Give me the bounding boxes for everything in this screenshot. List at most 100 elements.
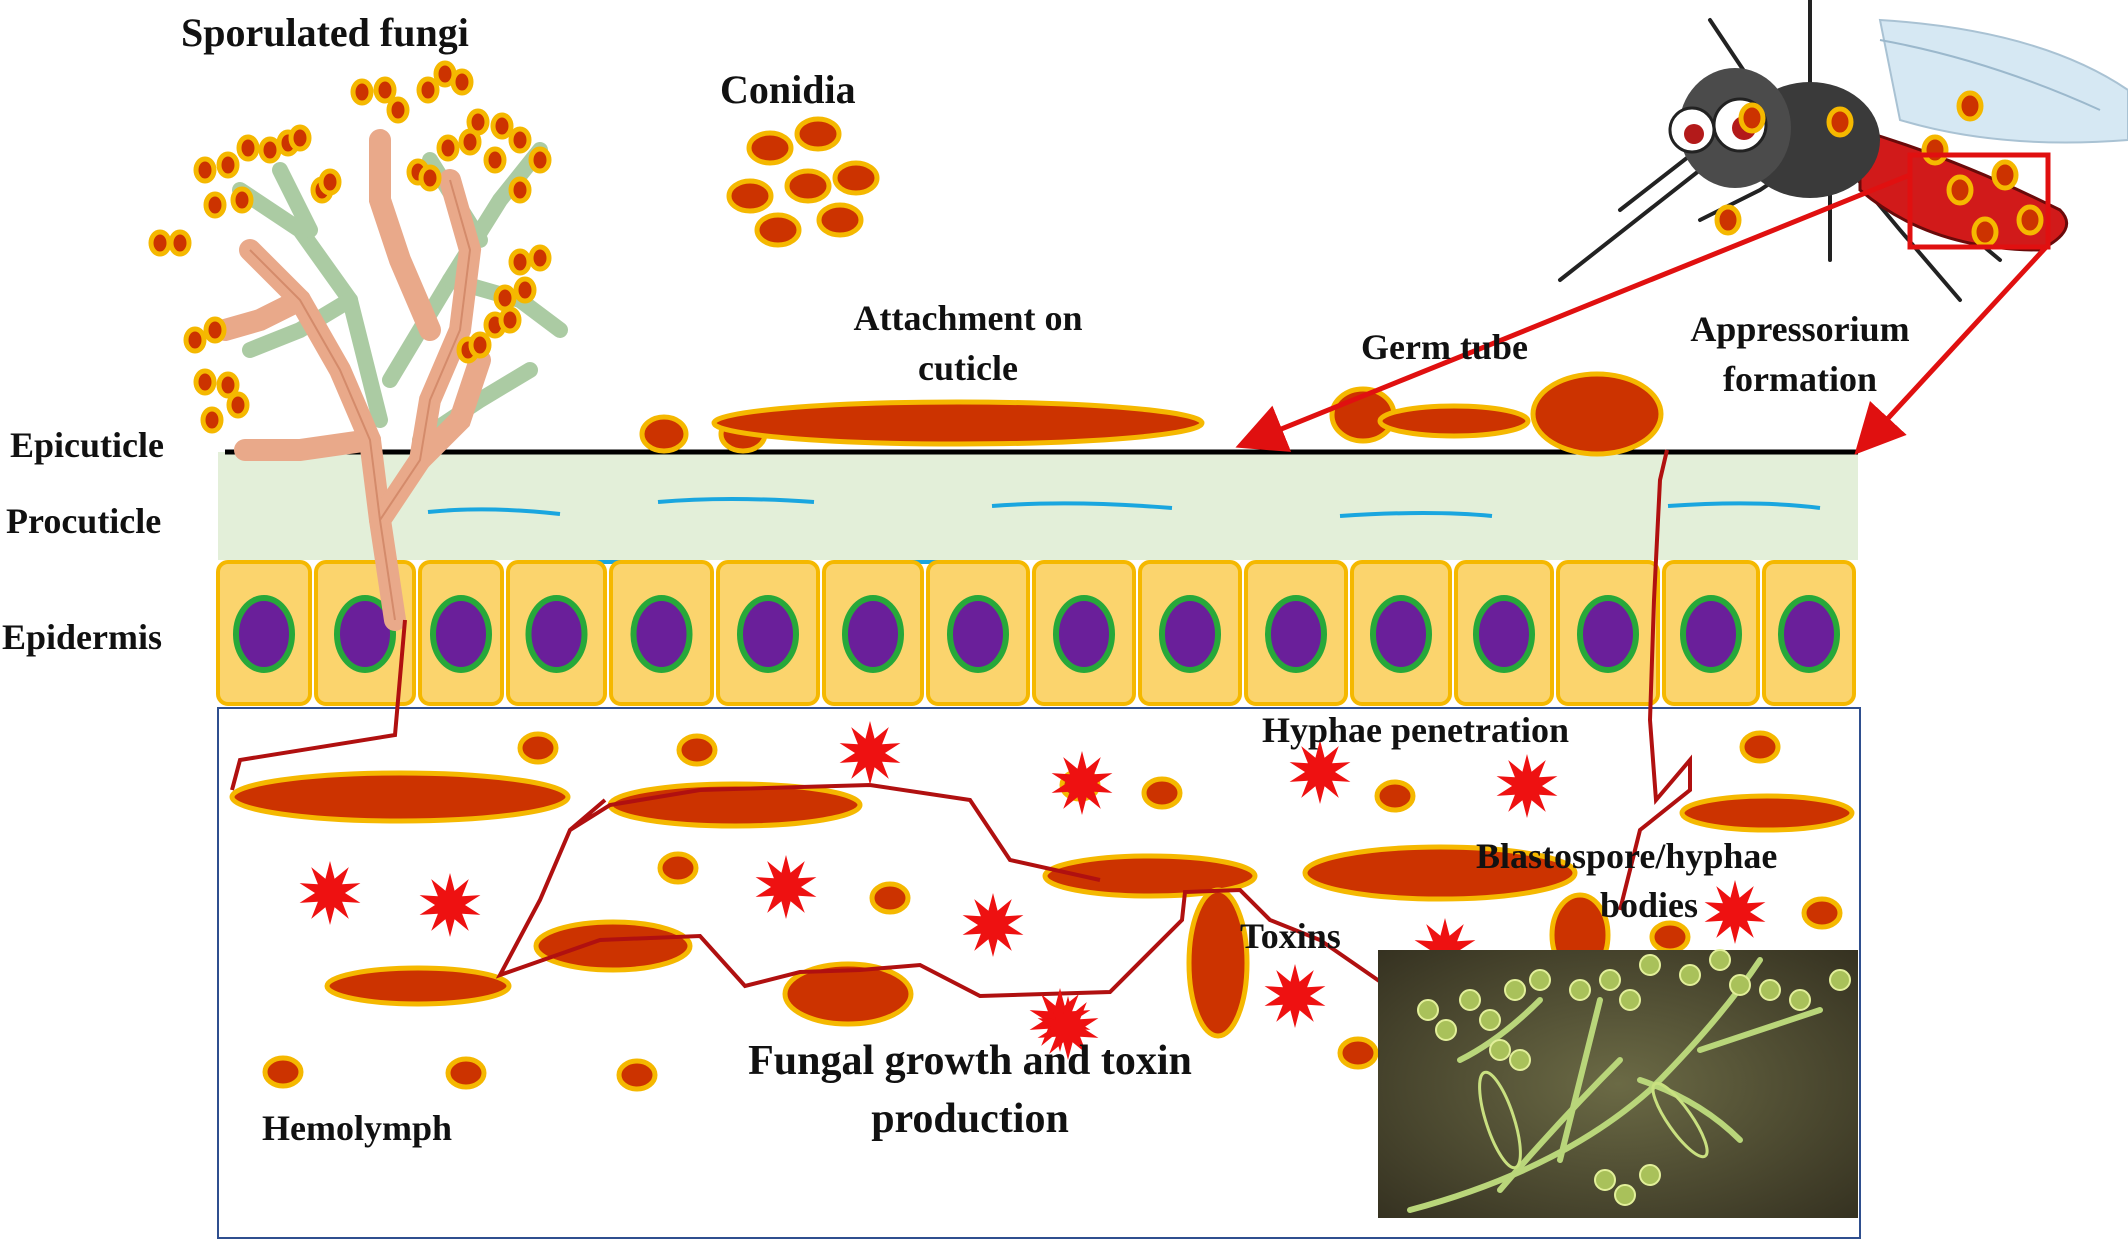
cell-nucleus: [334, 595, 396, 673]
microscope-fungus-photo: [1378, 949, 1858, 1218]
fungal-spore: [203, 191, 227, 219]
fungal-spore: [236, 134, 260, 162]
cell-nucleus: [1159, 595, 1221, 673]
fungal-spore: [230, 186, 254, 214]
epidermis-layer: [216, 560, 1856, 706]
fungal-spore: [436, 134, 460, 162]
cell-nucleus: [737, 595, 799, 673]
photo-spore: [1594, 1169, 1616, 1191]
blastospore: [657, 851, 699, 885]
label-appressorium-line2: formation: [1723, 359, 1877, 399]
fungal-spore: [226, 391, 250, 419]
fungal-spore: [483, 146, 507, 174]
photo-spore: [1614, 1184, 1636, 1206]
fungal-spore: [513, 276, 537, 304]
blastospore: [1801, 896, 1843, 930]
procuticle-layer: [218, 452, 1858, 560]
photo-spore: [1489, 1039, 1511, 1061]
label-epidermis: Epidermis: [2, 617, 162, 657]
blastospore: [1141, 776, 1183, 810]
fungal-spore: [493, 284, 517, 312]
toxin-star-icon: [419, 873, 481, 937]
photo-spore: [1459, 989, 1481, 1011]
blastospore: [445, 1056, 487, 1090]
photo-spore: [1529, 969, 1551, 991]
cell-nucleus: [430, 595, 492, 673]
cell-nucleus: [1370, 595, 1432, 673]
zoom-arrow-left: [1235, 172, 1911, 452]
blastospore: [616, 1058, 658, 1092]
fungal-spore: [193, 156, 217, 184]
photo-spore: [1504, 979, 1526, 1001]
fungal-spore: [168, 229, 192, 257]
toxin-star-icon: [1289, 740, 1351, 804]
fungal-spore: [528, 244, 552, 272]
fungal-spore: [183, 326, 207, 354]
toxin-star-icon: [1704, 880, 1766, 944]
label-sporulated-fungi: Sporulated fungi: [181, 10, 469, 55]
fungal-spore: [258, 136, 282, 164]
label-appressorium-line1: Appressorium: [1690, 309, 1909, 349]
fungal-spore: [508, 126, 532, 154]
cell-nucleus: [947, 595, 1009, 673]
fungal-spore: [490, 112, 514, 140]
blastospore: [1739, 730, 1781, 764]
fungal-spore: [288, 124, 312, 152]
fungal-spore: [148, 229, 172, 257]
fungal-spore: [216, 151, 240, 179]
fungal-spore: [450, 68, 474, 96]
photo-spore: [1759, 979, 1781, 1001]
appressorium: [1530, 371, 1664, 457]
attached-spore: [711, 399, 1205, 447]
cell-nucleus: [1053, 595, 1115, 673]
fungal-spore: [373, 76, 397, 104]
fungal-spore: [350, 78, 374, 106]
hyphal-bodies: [229, 770, 1855, 1039]
label-attachment-line1: Attachment on: [854, 298, 1083, 338]
label-toxins: Toxins: [1240, 916, 1341, 956]
toxin-star-icon: [299, 861, 361, 925]
conidium: [726, 178, 774, 214]
fungal-spore: [386, 96, 410, 124]
surface-spores: [639, 399, 1205, 454]
toxin-star-icon: [839, 721, 901, 785]
blastospores: [262, 730, 1843, 1092]
fungal-spore: [318, 168, 342, 196]
toxin-star-icon: [962, 893, 1024, 957]
conidium: [816, 202, 864, 238]
label-attachment-line2: cuticle: [918, 348, 1018, 388]
cell-nucleus: [233, 595, 295, 673]
photo-spore: [1435, 1019, 1457, 1041]
label-procuticle: Procuticle: [6, 501, 161, 541]
label-epicuticle: Epicuticle: [10, 425, 164, 465]
conidium: [784, 168, 832, 204]
toxin-star-icon: [1264, 964, 1326, 1028]
photo-spore: [1729, 974, 1751, 996]
blastospore: [1374, 779, 1416, 813]
label-fungal-growth-line2: production: [871, 1096, 1069, 1142]
blastospore: [262, 1055, 304, 1089]
cell-nucleus: [1577, 595, 1639, 673]
label-hyphae-penetration: Hyphae penetration: [1262, 710, 1569, 750]
fungal-spore: [200, 406, 224, 434]
label-germ-tube: Germ tube: [1361, 327, 1528, 367]
tree-conidia: [148, 60, 552, 434]
conidia-cluster: [726, 116, 880, 248]
mosquito-illustration: [1558, 0, 2128, 302]
blastospore: [1337, 1036, 1379, 1070]
blastospore: [869, 881, 911, 915]
conidium: [746, 130, 794, 166]
fungal-spore: [203, 316, 227, 344]
conidium: [794, 116, 842, 152]
photo-spore: [1417, 999, 1439, 1021]
photo-spore: [1789, 989, 1811, 1011]
photo-spore: [1679, 964, 1701, 986]
photo-spore: [1569, 979, 1591, 1001]
label-conidia: Conidia: [720, 67, 856, 112]
label-hemolymph: Hemolymph: [262, 1108, 452, 1148]
conidium: [754, 212, 802, 248]
blastospore: [676, 733, 718, 767]
fungal-spore: [508, 176, 532, 204]
fungal-spore: [508, 248, 532, 276]
